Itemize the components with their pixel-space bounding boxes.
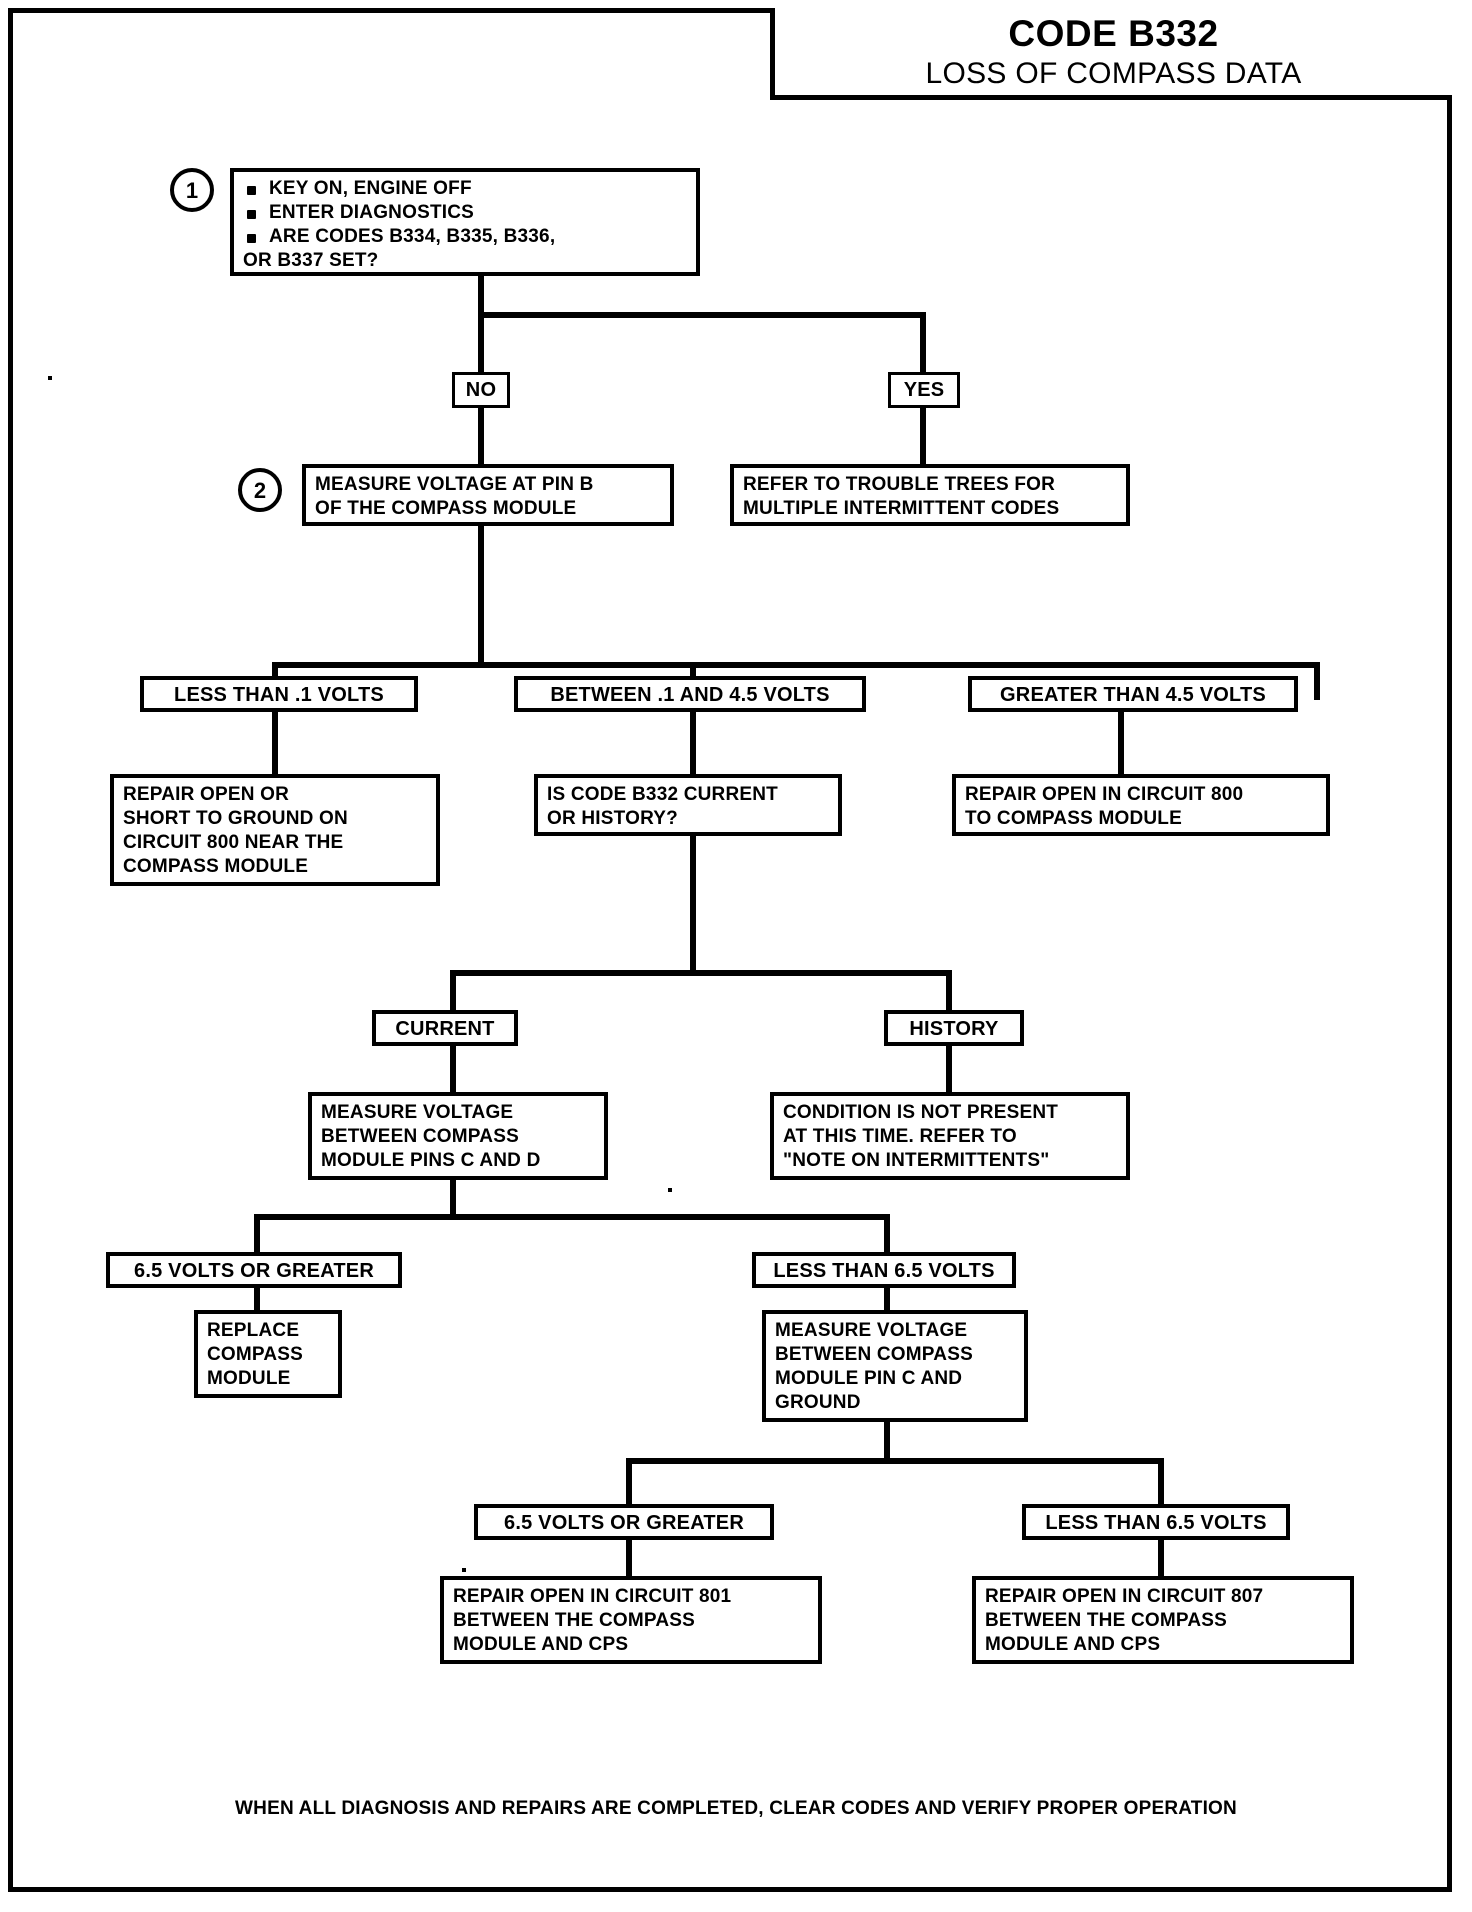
repair-short-ground-line-3: CIRCUIT 800 NEAR THE [123, 832, 344, 853]
is-code-line-2: OR HISTORY? [547, 808, 678, 829]
connector-split-less-6-5-b [1158, 1458, 1164, 1510]
footer-note: WHEN ALL DIAGNOSIS AND REPAIRS ARE COMPL… [235, 1798, 1237, 1819]
repair-circuit-807-line-3: MODULE AND CPS [985, 1634, 1161, 1655]
step1-bullet-2: ENTER DIAGNOSTICS [243, 201, 688, 225]
label-current: CURRENT [372, 1010, 518, 1046]
label-less-than-point-1-volts: LESS THAN .1 VOLTS [140, 676, 418, 712]
connector-to-yes [920, 312, 926, 374]
node-is-code-current-or-history: IS CODE B332 CURRENT OR HISTORY? [534, 774, 842, 836]
connector-split-6-5-greater-a [254, 1214, 260, 1256]
connector-between-down [690, 710, 696, 776]
repair-circuit-800-line-2: TO COMPASS MODULE [965, 808, 1182, 829]
is-code-line-1: IS CODE B332 CURRENT [547, 784, 778, 805]
repair-circuit-807-line-2: BETWEEN THE COMPASS [985, 1610, 1228, 1631]
connector-to-no [478, 312, 484, 374]
label-6-5-volts-or-greater-a: 6.5 VOLTS OR GREATER [106, 1252, 402, 1288]
connector-three-way-split [272, 662, 1320, 668]
repair-circuit-801-line-2: BETWEEN THE COMPASS [453, 1610, 696, 1631]
node-measure-voltage-pin-b: MEASURE VOLTAGE AT PIN B OF THE COMPASS … [302, 464, 674, 526]
title-block: CODE B332 LOSS OF COMPASS DATA [770, 8, 1452, 100]
measure-pin-c-ground-line-2: BETWEEN COMPASS [775, 1344, 973, 1365]
node-step1-conditions: KEY ON, ENGINE OFF ENTER DIAGNOSTICS ARE… [230, 168, 700, 276]
connector-current-history-split [450, 970, 952, 976]
node-repair-open-circuit-807: REPAIR OPEN IN CIRCUIT 807 BETWEEN THE C… [972, 1576, 1354, 1664]
connector-history-down [946, 1044, 952, 1108]
step1-bullet-1: KEY ON, ENGINE OFF [243, 177, 688, 201]
replace-module-line-2: COMPASS [207, 1344, 304, 1365]
connector-current-down [450, 1044, 456, 1108]
measure-pins-cd-line-1: MEASURE VOLTAGE [321, 1102, 514, 1123]
step1-bullet-3-continued: OR B337 SET? [243, 250, 379, 271]
page-title-code: CODE B332 [1008, 13, 1219, 54]
scan-speck [462, 1568, 466, 1572]
connector-is-code-down [690, 834, 696, 976]
connector-voltage-split-b [626, 1458, 1164, 1464]
scan-speck [668, 1188, 672, 1192]
refer-trouble-trees-line-2: MULTIPLE INTERMITTENT CODES [743, 498, 1060, 519]
label-less-than-6-5-volts-b: LESS THAN 6.5 VOLTS [1022, 1504, 1290, 1540]
repair-circuit-801-line-3: MODULE AND CPS [453, 1634, 629, 1655]
connector-no-down [478, 406, 484, 468]
page-border [8, 8, 1452, 1892]
label-history: HISTORY [884, 1010, 1024, 1046]
connector-split-right [1314, 662, 1320, 700]
connector-split-less-6-5-a [884, 1214, 890, 1256]
page-title-description: LOSS OF COMPASS DATA [925, 57, 1302, 90]
connector-6-5-greater-a-down [254, 1286, 260, 1314]
measure-pin-c-ground-line-3: MODULE PIN C AND [775, 1368, 963, 1389]
connector-step1-split [478, 312, 926, 318]
measure-pin-b-line-1: MEASURE VOLTAGE AT PIN B [315, 474, 594, 495]
connector-measure-cd-down [450, 1178, 456, 1220]
label-6-5-volts-or-greater-b: 6.5 VOLTS OR GREATER [474, 1504, 774, 1540]
repair-short-ground-line-2: SHORT TO GROUND ON [123, 808, 348, 829]
condition-not-present-line-3: "NOTE ON INTERMITTENTS" [783, 1150, 1050, 1171]
scan-speck [48, 376, 52, 380]
measure-pins-cd-line-2: BETWEEN COMPASS [321, 1126, 519, 1147]
node-measure-pin-c-and-ground: MEASURE VOLTAGE BETWEEN COMPASS MODULE P… [762, 1310, 1028, 1422]
connector-less-6-5-a-down [884, 1286, 890, 1314]
step-number-1: 1 [170, 168, 214, 212]
replace-module-line-3: MODULE [207, 1368, 291, 1389]
node-repair-open-circuit-801: REPAIR OPEN IN CIRCUIT 801 BETWEEN THE C… [440, 1576, 822, 1664]
repair-circuit-807-line-1: REPAIR OPEN IN CIRCUIT 807 [985, 1586, 1264, 1607]
refer-trouble-trees-line-1: REFER TO TROUBLE TREES FOR [743, 474, 1056, 495]
repair-circuit-801-line-1: REPAIR OPEN IN CIRCUIT 801 [453, 1586, 732, 1607]
replace-module-line-1: REPLACE [207, 1320, 300, 1341]
measure-pin-c-ground-line-4: GROUND [775, 1392, 861, 1413]
node-refer-trouble-trees: REFER TO TROUBLE TREES FOR MULTIPLE INTE… [730, 464, 1130, 526]
node-repair-open-or-short-ground: REPAIR OPEN OR SHORT TO GROUND ON CIRCUI… [110, 774, 440, 886]
connector-less-6-5-b-down [1158, 1538, 1164, 1580]
connector-yes-down [920, 406, 926, 468]
label-between-point-1-and-4-5-volts: BETWEEN .1 AND 4.5 VOLTS [514, 676, 866, 712]
connector-measure-pin-c-down [884, 1420, 890, 1464]
repair-short-ground-line-4: COMPASS MODULE [123, 856, 309, 877]
connector-less-than-point1-down [272, 710, 278, 776]
label-no: NO [452, 372, 510, 408]
node-replace-compass-module: REPLACE COMPASS MODULE [194, 1310, 342, 1398]
label-yes: YES [888, 372, 960, 408]
measure-pin-b-line-2: OF THE COMPASS MODULE [315, 498, 577, 519]
connector-6-5-greater-b-down [626, 1538, 632, 1580]
repair-circuit-800-line-1: REPAIR OPEN IN CIRCUIT 800 [965, 784, 1244, 805]
condition-not-present-line-2: AT THIS TIME. REFER TO [783, 1126, 1017, 1147]
connector-split-6-5-greater-b [626, 1458, 632, 1510]
step1-bullet-3: ARE CODES B334, B335, B336, [243, 225, 688, 249]
node-repair-open-circuit-800: REPAIR OPEN IN CIRCUIT 800 TO COMPASS MO… [952, 774, 1330, 836]
connector-split-current [450, 970, 456, 1014]
measure-pins-cd-line-3: MODULE PINS C AND D [321, 1150, 541, 1171]
node-condition-not-present: CONDITION IS NOT PRESENT AT THIS TIME. R… [770, 1092, 1130, 1180]
label-less-than-6-5-volts-a: LESS THAN 6.5 VOLTS [752, 1252, 1016, 1288]
connector-step1-down [478, 276, 484, 318]
step-number-2: 2 [238, 468, 282, 512]
condition-not-present-line-1: CONDITION IS NOT PRESENT [783, 1102, 1059, 1123]
connector-split-history [946, 970, 952, 1014]
connector-step2-down [478, 526, 484, 668]
repair-short-ground-line-1: REPAIR OPEN OR [123, 784, 290, 805]
connector-voltage-split-a [254, 1214, 890, 1220]
node-measure-pins-c-and-d: MEASURE VOLTAGE BETWEEN COMPASS MODULE P… [308, 1092, 608, 1180]
connector-greater-down [1118, 710, 1124, 776]
label-greater-than-4-5-volts: GREATER THAN 4.5 VOLTS [968, 676, 1298, 712]
measure-pin-c-ground-line-1: MEASURE VOLTAGE [775, 1320, 968, 1341]
